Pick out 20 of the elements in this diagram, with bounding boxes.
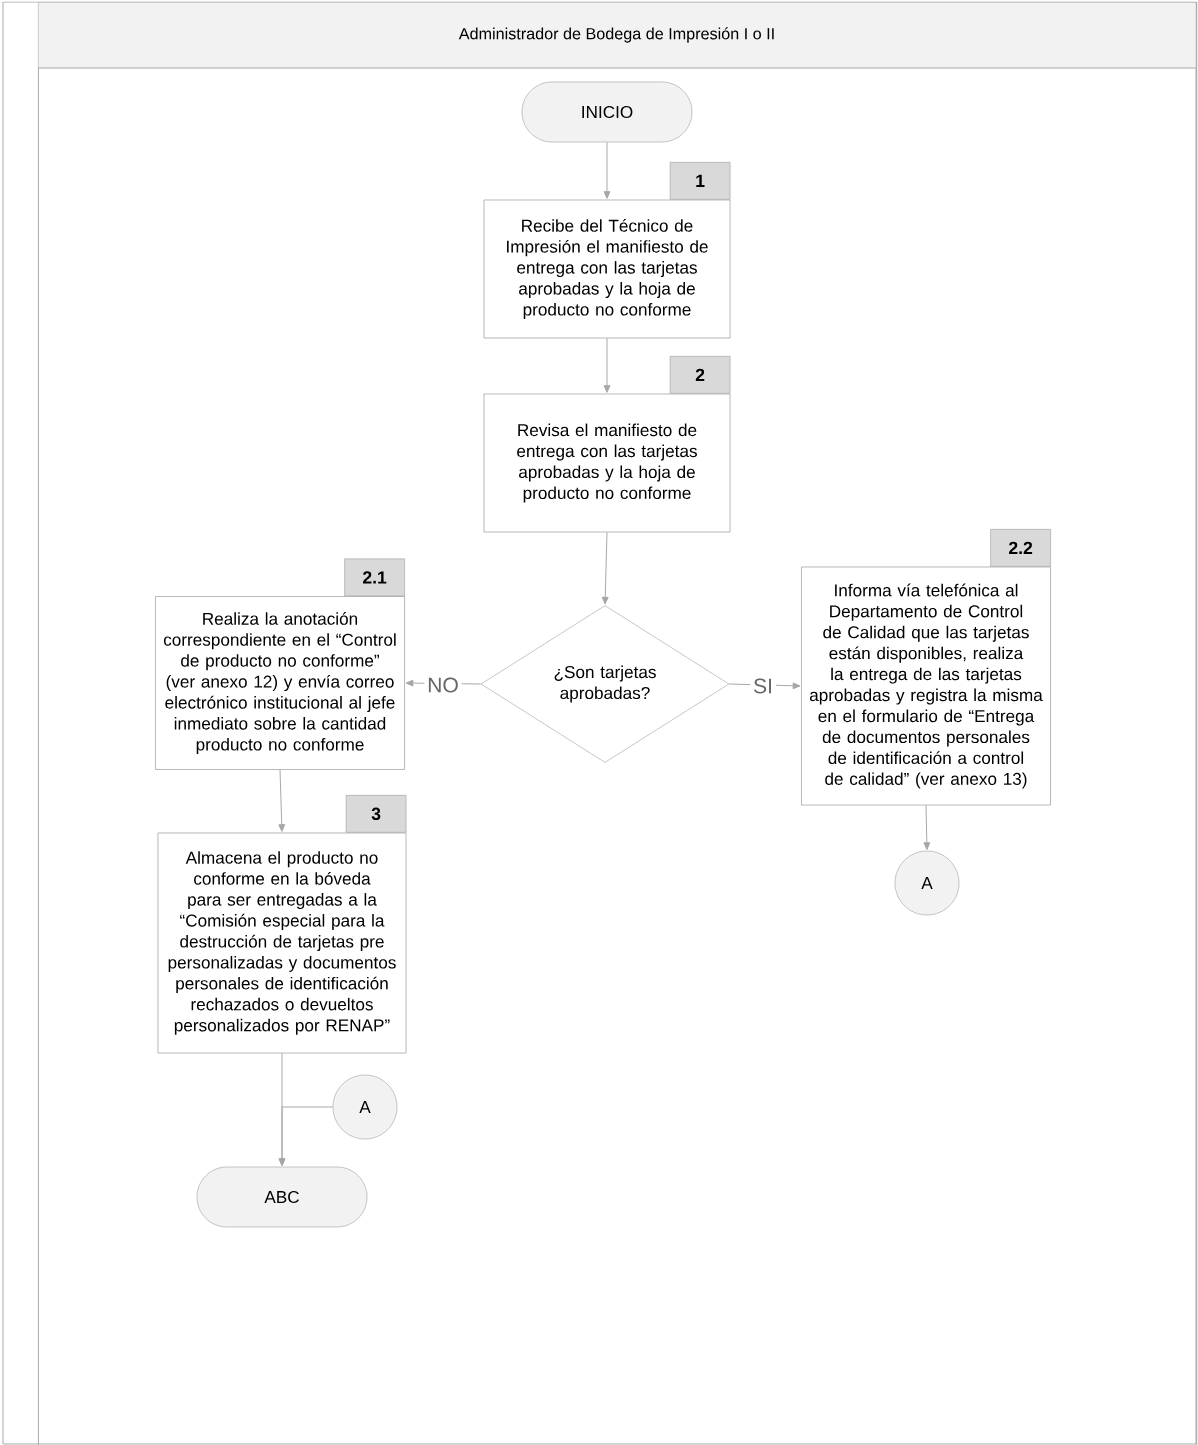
process-box: Recibe del Técnico de Impresión el manifiesto de entrega con las tarjetas aprobadas y la hoja de producto no conforme (483, 199, 731, 339)
edge-label: NO (424, 674, 462, 696)
arrow (278, 769, 286, 832)
process-box: Almacena el producto no conforme en la bóveda para ser entregadas a la “Comisión especial para la destrucción de tarjetas pre personalizadas y documentos personales de identificación rechazados o devueltos personalizados por RENAP” (157, 832, 407, 1054)
arrow (278, 1106, 334, 1166)
process-box: Realiza la anotación correspondiente en el “Control de producto no conforme” (ver anexo 12) y envía correo electrónico institucional al jefe inmediato sobre la cantidad producto no conforme (155, 596, 405, 770)
step-number: 2 (669, 356, 731, 394)
arrow (601, 531, 609, 605)
step-number: 3 (345, 795, 407, 833)
edge-label: SI (750, 675, 776, 697)
step-number: 1 (669, 162, 731, 200)
terminal: INICIO (521, 81, 693, 143)
arrow (923, 804, 931, 850)
terminal: ABC (196, 1166, 368, 1228)
arrow (603, 141, 611, 199)
process-box: Informa vía telefónica al Departamento de Control de Calidad que las tarjetas están disponibles, realiza la entrega de las tarjetas aprobadas y registra la misma en el formulario de “Entrega de documentos personales de identificación a control de calidad” (ver anexo 13) (801, 566, 1051, 806)
arrow (603, 337, 611, 393)
process-box: Revisa el manifiesto de entrega con las tarjetas aprobadas y la hoja de producto no conforme (483, 393, 731, 533)
step-number: 2.2 (990, 529, 1051, 567)
step-number: 2.1 (344, 558, 405, 597)
